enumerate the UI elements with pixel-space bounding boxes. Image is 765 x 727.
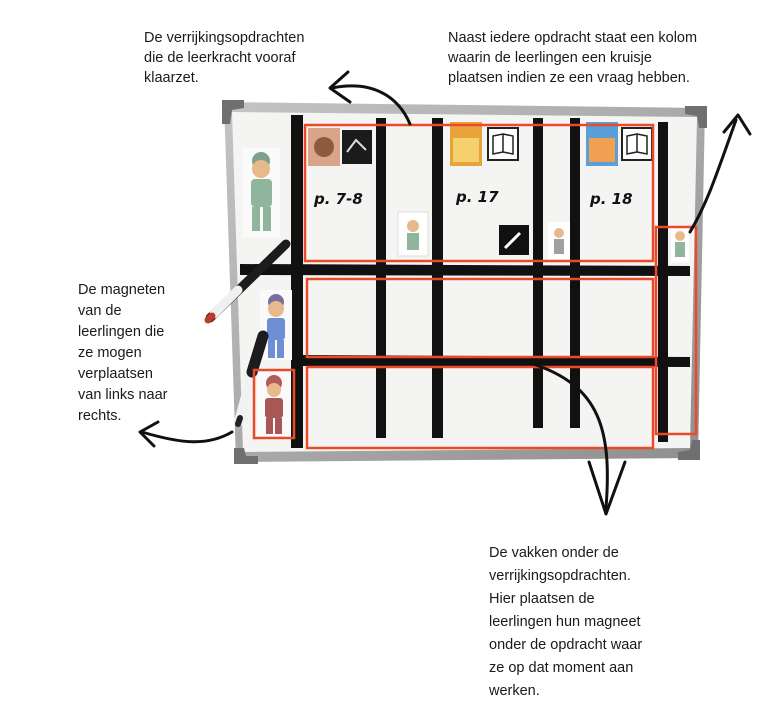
highlight-middle-row [305,277,655,359]
frame-corners [222,100,707,464]
marker-black [234,330,269,427]
annotation-line: van de [78,303,122,319]
arrow-to-question-column [688,118,738,234]
annotation-line: De magneten [78,282,166,298]
highlight-boxes [252,123,698,450]
annotation-line: onder de opdracht waar [489,637,643,653]
annotation-line: die de leerkracht vooraf [144,50,296,66]
highlight-task-row [303,123,655,263]
astronaut-magnet-blue [260,290,292,360]
annotation-line: waarin de leerlingen een kruisje [448,50,652,66]
page-label-2: p. 17 [455,188,499,206]
annotation-line: ze mogen [78,345,142,361]
annotation-boxes: De vakken onder de verrijkingsopdrachten… [489,542,642,703]
highlight-question-column [654,225,698,436]
annotation-line: De verrijkingsopdrachten [144,30,305,46]
annotation-line: werken. [489,683,540,699]
page-label-1: p. 7-8 [313,190,363,208]
annotation-line: verplaatsen [78,366,153,382]
annotation-line: van links naar [78,387,168,403]
highlight-student-magnets [252,368,296,440]
pencil-icon [499,225,529,255]
student-magnet-small [671,226,689,262]
arrow-to-boxes-text [531,362,609,510]
annotation-line: ze op dat moment aan [489,660,634,676]
student-magnet-small [397,211,429,257]
task-card-1 [308,128,372,166]
annotation-line: rechts. [78,408,122,424]
arrows [138,70,752,516]
annotation-line: klaarzet. [144,70,199,86]
task-card-3 [586,122,653,166]
page-label-3: p. 18 [589,190,633,208]
student-magnet-small [548,222,570,260]
annotation-question-column: Naast iedere opdracht staat een kolom wa… [448,28,697,88]
highlight-bottom-row [305,365,655,450]
astronaut-magnet-green [242,148,280,238]
annotation-tasks: De verrijkingsopdrachten die de leerkrac… [144,28,304,88]
arrow-to-magnets-text [140,430,234,444]
annotation-line: leerlingen hun magneet [489,614,641,630]
annotation-student-magnets: De magneten van de leerlingen die ze mog… [78,280,167,427]
marker-red [204,239,291,324]
task-card-2 [450,122,519,166]
astronaut-magnet-red [257,372,291,436]
annotation-line: De vakken onder de [489,545,619,561]
annotation-line: verrijkingsopdrachten. [489,568,631,584]
annotation-line: plaatsen indien ze een vraag hebben. [448,70,690,86]
annotation-line: Naast iedere opdracht staat een kolom [448,30,698,46]
annotation-line: Hier plaatsen de [489,591,595,607]
annotation-line: leerlingen die [78,324,165,340]
arrow-to-tasks [330,84,412,126]
